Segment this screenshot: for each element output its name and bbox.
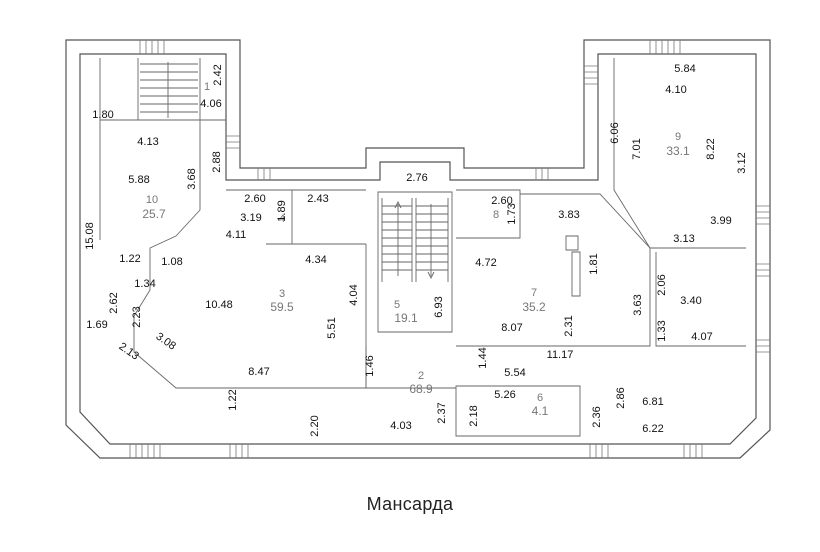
room-9-wall — [613, 58, 746, 249]
dimension-label: 4.03 — [390, 420, 411, 432]
room-6-number: 6 — [537, 392, 543, 404]
dimension-label: 1.44 — [477, 347, 489, 368]
dimension-label: 5.88 — [128, 174, 149, 186]
dimension-label: 2.43 — [307, 193, 328, 205]
dimension-label: 5.26 — [494, 389, 515, 401]
dimension-label: 4.11 — [226, 229, 247, 241]
room-7-wall — [456, 193, 651, 347]
dimension-label: 2.31 — [563, 315, 575, 336]
dimension-label: 1.33 — [656, 320, 668, 341]
room-5-number: 5 — [394, 299, 400, 311]
dimension-label: 1.22 — [227, 389, 239, 410]
room-10-area: 25.7 — [142, 207, 166, 221]
dimension-label: 8.07 — [501, 322, 522, 334]
room-4-number: 4 — [279, 213, 285, 225]
dimension-label: 1.22 — [119, 253, 140, 265]
dimension-label: 8.22 — [705, 138, 717, 159]
dimension-label: 6.22 — [642, 423, 663, 435]
dimension-label: 3.08 — [154, 330, 178, 352]
dimension-label: 11.17 — [547, 349, 574, 361]
room-3-number: 3 — [279, 288, 285, 300]
dimension-label: 6.93 — [433, 296, 445, 317]
room-3-area: 59.5 — [270, 300, 294, 314]
room-9-number: 9 — [675, 131, 681, 143]
dimension-label: 1.73 — [506, 203, 518, 224]
dimension-label: 2.60 — [491, 195, 512, 207]
room-2-number: 2 — [418, 370, 424, 382]
dimension-label: 3.63 — [632, 294, 644, 315]
dimension-label: 3.19 — [240, 212, 261, 224]
dimension-label: 3.68 — [186, 168, 198, 189]
stair-5 — [381, 198, 449, 282]
dimension-label: 2.37 — [436, 402, 448, 423]
dimension-label: 4.04 — [348, 284, 360, 305]
dimension-label: 4.06 — [200, 98, 221, 110]
dimension-label: 5.84 — [674, 63, 695, 75]
dimension-label: 3.13 — [673, 233, 694, 245]
dimension-label: 1.80 — [92, 109, 113, 121]
dimension-label: 5.54 — [504, 367, 525, 379]
dimension-label: 4.10 — [665, 84, 686, 96]
dimension-label: 1.08 — [161, 256, 182, 268]
room-5-area: 19.1 — [394, 311, 418, 325]
stair-1 — [140, 62, 198, 118]
dimension-label: 1.81 — [588, 253, 600, 274]
dimension-label: 3.99 — [710, 215, 731, 227]
room-4-wall — [266, 190, 366, 245]
room-7-number: 7 — [531, 287, 537, 299]
dimension-label: 1.69 — [86, 319, 107, 331]
dimension-label: 1.46 — [364, 355, 376, 376]
dimension-label: 7.01 — [631, 138, 643, 159]
room-9-area: 33.1 — [666, 144, 690, 158]
dimension-label: 2.42 — [212, 64, 224, 85]
dimension-label: 6.06 — [609, 122, 621, 143]
dimension-label: 4.07 — [691, 331, 712, 343]
dimension-label: 5.51 — [326, 317, 338, 338]
dimension-label: 2.76 — [406, 172, 427, 184]
dimension-label: 1.89 — [276, 200, 288, 221]
dimension-label: 15.08 — [84, 222, 96, 250]
dimension-label: 6.81 — [642, 396, 663, 408]
window-marks — [129, 40, 770, 458]
dimension-label: 3.83 — [558, 209, 579, 221]
room-2-area: 68.9 — [409, 382, 433, 396]
dimension-label: 2.62 — [108, 292, 120, 313]
dimension-label: 2.36 — [591, 406, 603, 427]
dimension-label: 4.13 — [137, 136, 158, 148]
dimension-label: 2.88 — [211, 151, 223, 172]
right-room-wall — [655, 252, 746, 347]
dimension-label: 2.18 — [468, 405, 480, 426]
dimension-label: 4.34 — [305, 254, 326, 266]
dimension-label: 2.23 — [131, 306, 143, 327]
plan-caption: Мансарда — [366, 494, 454, 514]
dimension-label: 3.40 — [680, 295, 701, 307]
dimension-label: 2.06 — [656, 274, 668, 295]
dimension-label: 3.12 — [736, 152, 748, 173]
dimension-label: 4.72 — [475, 257, 496, 269]
room-1-number: 1 — [204, 81, 210, 93]
room-5-wall — [377, 191, 453, 333]
room-7-area: 35.2 — [522, 300, 546, 314]
room-8-wall — [456, 189, 521, 239]
dimension-label: 2.20 — [309, 415, 321, 436]
room-1-wall — [137, 58, 201, 121]
inner-wall — [79, 53, 757, 445]
outer-wall — [65, 39, 771, 459]
room-8-number: 8 — [493, 209, 499, 221]
dimension-label: 2.13 — [117, 340, 141, 362]
dimension-label: 2.60 — [244, 193, 265, 205]
dimension-label: 10.48 — [205, 299, 233, 311]
dimension-label: 2.86 — [615, 387, 627, 408]
room-6-area: 4.1 — [532, 404, 549, 418]
dimension-label: 1.34 — [134, 278, 155, 290]
dimension-label: 8.47 — [248, 366, 269, 378]
room-6-wall — [455, 385, 581, 437]
room-10-number: 10 — [146, 194, 158, 206]
room-3-wall — [133, 235, 367, 389]
